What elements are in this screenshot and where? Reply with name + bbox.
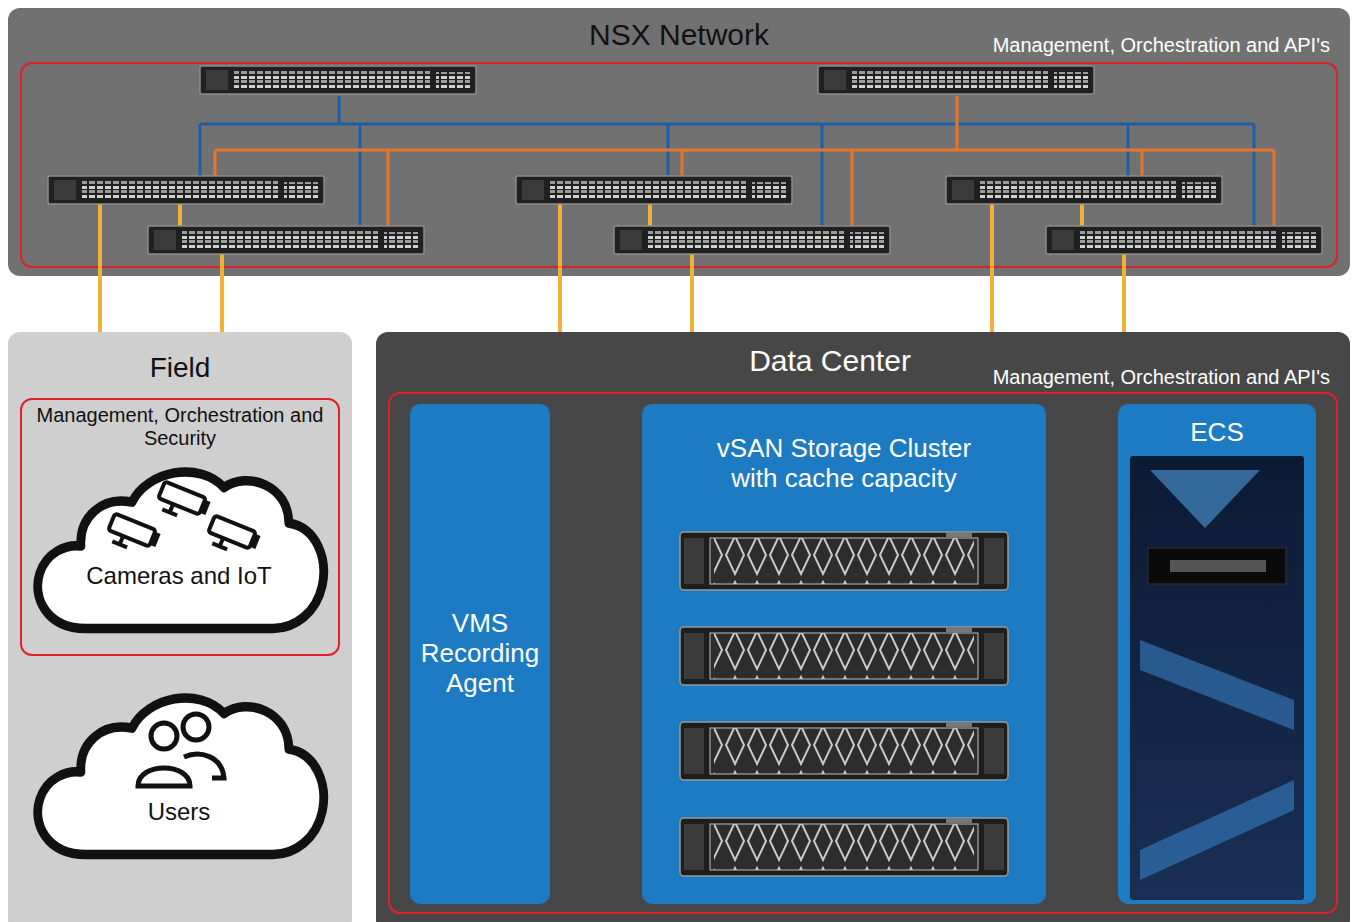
switch-icons bbox=[614, 226, 890, 254]
switch-icons bbox=[1046, 226, 1322, 254]
users-icon bbox=[151, 723, 177, 749]
switch-icons bbox=[148, 226, 424, 254]
camera-icons bbox=[105, 481, 261, 559]
storage-rack bbox=[1170, 560, 1266, 572]
server-icons bbox=[680, 627, 1008, 685]
server-icons bbox=[680, 818, 1008, 876]
network-link bbox=[990, 268, 994, 332]
component-label: vSAN Storage Cluster with cache capacity bbox=[694, 434, 994, 494]
cloud-outline bbox=[26, 676, 332, 866]
switch-icons bbox=[48, 176, 324, 204]
component-box: vSAN Storage Cluster with cache capacity bbox=[642, 404, 1046, 904]
users-icon bbox=[138, 714, 224, 786]
security-zone: Management, Orchestration and SecurityCa… bbox=[20, 398, 340, 656]
panel-title: Field bbox=[150, 352, 211, 384]
network-link bbox=[690, 268, 694, 332]
switch-icons bbox=[516, 176, 792, 204]
management-zone: Management, Orchestration and API's bbox=[20, 62, 1338, 268]
component-label: ECS bbox=[1190, 418, 1243, 448]
server-icons bbox=[680, 532, 1008, 876]
storage-rack bbox=[1140, 780, 1294, 880]
cloud-outline bbox=[26, 450, 332, 640]
storage-rack bbox=[1130, 456, 1304, 900]
users-icon bbox=[183, 714, 209, 740]
storage-rack bbox=[1148, 548, 1286, 584]
network-link bbox=[98, 268, 102, 332]
component-label: VMS Recording Agent bbox=[414, 609, 546, 699]
switch-icons bbox=[946, 176, 1222, 204]
cloud-label: Users bbox=[148, 798, 211, 826]
storage-rack bbox=[1140, 640, 1294, 730]
cloud-shape: Cameras and IoT bbox=[26, 450, 332, 640]
server-icons bbox=[680, 532, 1008, 590]
switch-icons bbox=[818, 66, 1094, 94]
server-icons bbox=[680, 722, 1008, 780]
storage-rack bbox=[1150, 470, 1260, 528]
camera-icons bbox=[205, 515, 261, 559]
storage-rack bbox=[1130, 456, 1304, 900]
zone-label: Management, Orchestration and API's bbox=[993, 34, 1330, 57]
cloud-outline bbox=[38, 472, 324, 629]
camera-icons bbox=[105, 513, 161, 557]
cloud-label: Cameras and IoT bbox=[86, 562, 271, 590]
datacenter-panel: Data CenterManagement, Orchestration and… bbox=[376, 332, 1350, 922]
network-panel: NSX NetworkManagement, Orchestration and… bbox=[8, 8, 1350, 276]
network-link bbox=[558, 268, 562, 332]
camera-icons bbox=[155, 481, 211, 525]
field-panel: FieldManagement, Orchestration and Secur… bbox=[8, 332, 352, 922]
switch-icons bbox=[200, 66, 476, 94]
cloud-shape: Users bbox=[26, 676, 332, 866]
panel-title: NSX Network bbox=[589, 18, 769, 53]
spine-links bbox=[100, 96, 1274, 278]
management-zone: Management, Orchestration and API'sVMS R… bbox=[388, 392, 1338, 914]
component-box: ECS bbox=[1118, 404, 1316, 904]
users-icon bbox=[138, 768, 190, 786]
panel-title: Data Center bbox=[749, 344, 911, 379]
component-box: VMS Recording Agent bbox=[410, 404, 550, 904]
spine-links bbox=[215, 96, 1274, 226]
users-icon bbox=[184, 754, 224, 778]
spine-links bbox=[100, 204, 1124, 278]
zone-label: Management, Orchestration and API's bbox=[993, 366, 1330, 389]
network-link bbox=[220, 268, 224, 332]
spine-links bbox=[200, 96, 1254, 226]
network-link bbox=[1122, 268, 1126, 332]
switch-icons bbox=[48, 66, 1322, 254]
cloud-outline bbox=[38, 698, 324, 855]
zone-label: Management, Orchestration and Security bbox=[35, 404, 325, 450]
